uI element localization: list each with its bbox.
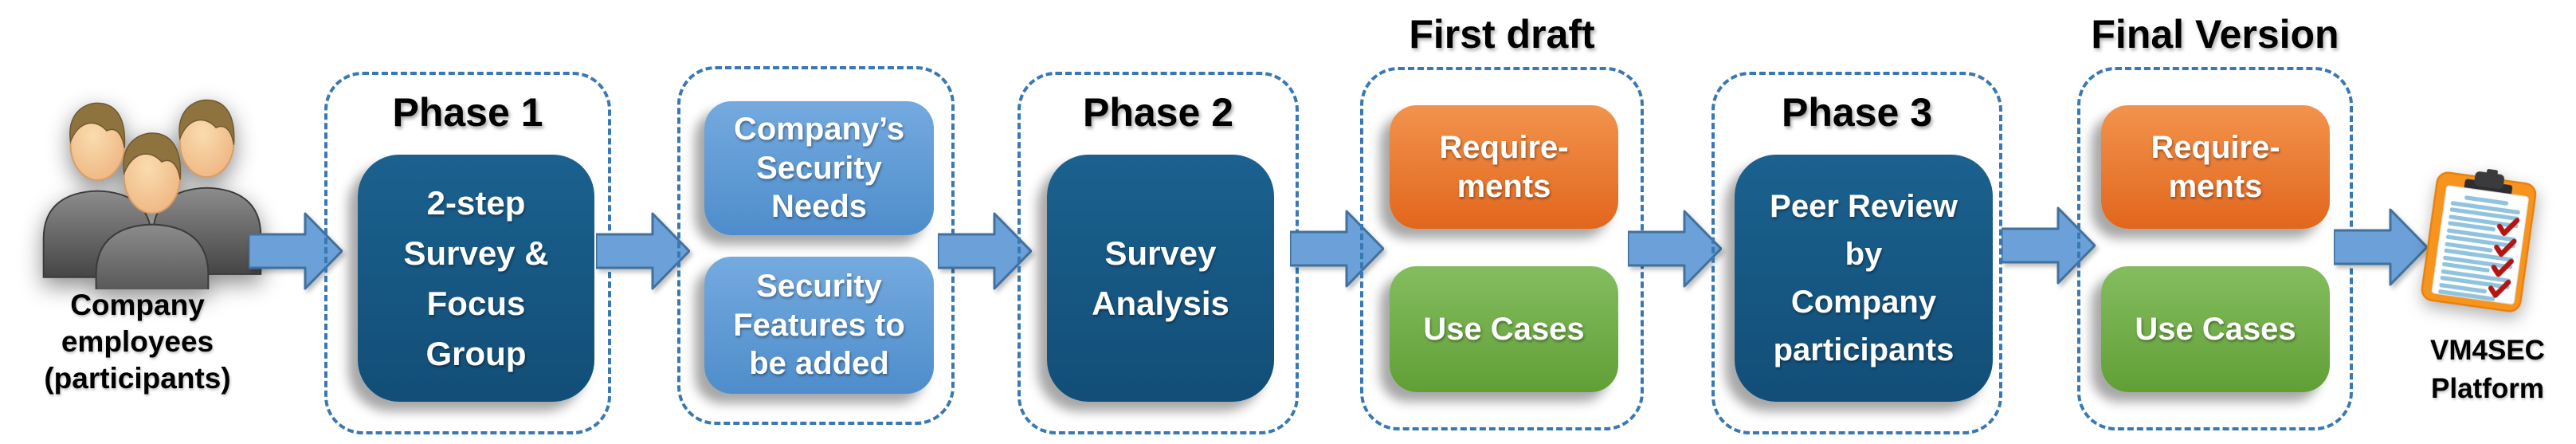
- final-version-title: Final Version: [2091, 12, 2339, 57]
- security-needs-box: Company’s Security Needs: [704, 101, 934, 235]
- security-features-box: Security Features to be added: [704, 257, 934, 394]
- right-arrow-icon-3: [938, 212, 1032, 290]
- right-arrow-icon-4: [1290, 210, 1384, 288]
- phase3-container: Phase 3 Peer Review by Company participa…: [1711, 72, 2002, 434]
- checklist-clipboard-icon: [2421, 169, 2537, 312]
- phase3-box: Peer Review by Company participants: [1735, 155, 1993, 402]
- final-use-cases-box: Use Cases: [2101, 266, 2330, 392]
- phase2-title: Phase 2: [1082, 90, 1233, 135]
- people-group-icon: [42, 99, 262, 289]
- phase1-container: Phase 1 2-step Survey & Focus Group: [324, 72, 611, 434]
- first-draft-title: First draft: [1409, 12, 1595, 57]
- phase3-title: Phase 3: [1781, 90, 1932, 135]
- right-arrow-icon-2: [596, 212, 690, 290]
- right-arrow-icon-5: [1628, 210, 1722, 288]
- final-requirements-box: Require- ments: [2101, 105, 2330, 229]
- first-draft-container: Require- ments Use Cases: [1360, 67, 1644, 430]
- first-draft-requirements-box: Require- ments: [1390, 105, 1618, 229]
- right-arrow-icon-1: [249, 212, 343, 290]
- phase1-box: 2-step Survey & Focus Group: [358, 155, 594, 402]
- source-caption: Company employees (participants): [44, 289, 231, 395]
- phase1-title: Phase 1: [392, 90, 543, 135]
- final-version-container: Require- ments Use Cases: [2077, 67, 2353, 430]
- right-arrow-icon-6: [2002, 206, 2096, 285]
- phase2-box: Survey Analysis: [1047, 155, 1274, 402]
- sink-caption: VM4SEC Platform: [2430, 335, 2545, 405]
- first-draft-use-cases-box: Use Cases: [1390, 266, 1618, 392]
- phase2-container: Phase 2 Survey Analysis: [1017, 72, 1299, 434]
- right-arrow-icon-7: [2334, 208, 2428, 286]
- phase1-outputs-container: Company’s Security Needs Security Featur…: [677, 66, 955, 425]
